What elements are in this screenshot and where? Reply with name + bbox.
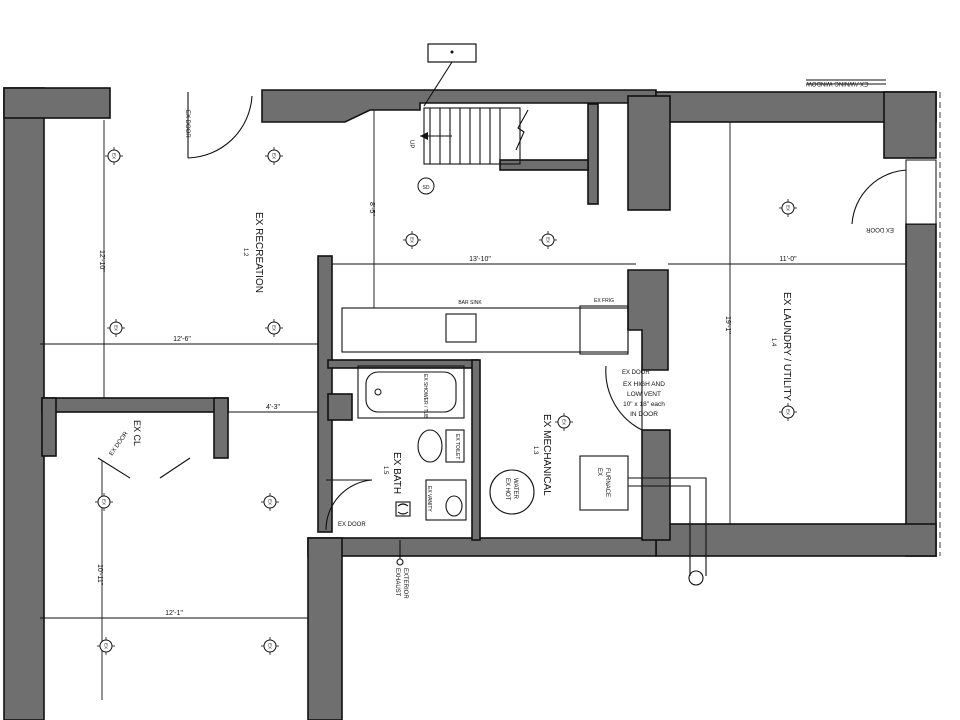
ceiling-light-icon: EX (779, 403, 797, 421)
exhaust-label-2: EXHAUST (394, 568, 400, 597)
furnace-label-1: EX (596, 468, 602, 476)
ceiling-light-icon: EX (779, 199, 797, 217)
room-recreation-label: EX RECREATION (253, 212, 264, 293)
closet-door-label: EX DOOR (109, 430, 130, 457)
dimension-lines: 12'-10" 12'-6" 13'-10" 11'-0" 19'-1" 8'-… (40, 110, 906, 700)
ceiling-light-tag: EX (103, 643, 108, 649)
room-laundry-label: EX LAUNDRY / UTILITY (781, 292, 792, 401)
bar-counter: BAR SINK EX FRIG (341, 298, 629, 355)
fridge-label: EX FRIG (594, 298, 614, 304)
room-mechanical-label: EX MECHANICAL (541, 414, 552, 496)
ceiling-light-tag: EX (101, 499, 106, 505)
ceiling-light-icon: EX (107, 319, 125, 337)
dim-rec-width: 12'-6" (173, 336, 191, 343)
ceiling-light-icon: EX (555, 413, 573, 431)
smoke-detector: SD (417, 177, 435, 195)
dim-lower-width: 12'-1" (165, 610, 183, 617)
dim-stair-height: 8'-5" (368, 202, 375, 216)
room-closet-label: EX CL (132, 420, 142, 446)
room-labels: EX RECREATION 1.2 EX LAUNDRY / UTILITY 1… (132, 212, 792, 496)
ceiling-light-tag: EX (113, 325, 118, 331)
stair-up-label: UP (408, 140, 414, 148)
ceiling-light-icon: EX (97, 637, 115, 655)
ceiling-light-tag: EX (545, 237, 550, 243)
room-bath-number: 1.5 (382, 466, 388, 475)
dim-lower-height: 10'-11" (96, 564, 103, 586)
ceiling-light-tag: EX (785, 205, 790, 211)
furnace-label-2: FURNACE (604, 468, 610, 497)
room-recreation-number: 1.2 (242, 248, 248, 257)
mech-door-label: EX DOOR (622, 370, 650, 376)
exhaust-label-1: EXTERIOR (402, 568, 408, 599)
bath-fixtures: EX SHOWER / TUB EX TOILET EX VANITY (357, 365, 467, 521)
dim-laundry-width: 11'-0" (779, 256, 797, 263)
dim-laundry-height: 19'-1" (724, 316, 731, 334)
mechanical-fixtures: EX HOT WATER EX FURNACE EX HIGH AND LOW … (489, 381, 707, 586)
vent-note-4: IN DOOR (630, 411, 658, 418)
ceiling-light-tag: EX (111, 153, 116, 159)
vent-note-1: EX HIGH AND (623, 381, 665, 388)
ceiling-light-tag: EX (267, 499, 272, 505)
room-laundry-number: 1.4 (770, 338, 776, 347)
laundry-door-label: EX DOOR (865, 226, 893, 232)
ceiling-fixtures: EX EX EX EX EX EX EX EX EX EX EX EX EX (95, 147, 797, 655)
ceiling-light-tag: EX (271, 325, 276, 331)
room-bath-label: EX BATH (391, 452, 402, 494)
exterior-exhaust: EXTERIOR EXHAUST (394, 540, 408, 599)
rec-door-label: EX DOOR (184, 110, 190, 138)
toilet-label: EX TOILET (454, 434, 460, 459)
ceiling-light-tag: EX (267, 643, 272, 649)
vanity-label: EX VANITY (426, 486, 432, 512)
hot-water-label-1: EX HOT (504, 478, 510, 501)
ceiling-light-icon: EX (261, 493, 279, 511)
smoke-detector-tag: SD (423, 185, 430, 191)
interior-walls (41, 103, 599, 541)
ceiling-light-tag: EX (271, 153, 276, 159)
furnace (579, 455, 629, 511)
window-label: EX AWNING WINDOW (806, 80, 868, 86)
stairs: UP (408, 43, 529, 165)
shower-label: EX SHOWER / TUB (422, 374, 428, 419)
hot-water-label-2: WATER (512, 478, 518, 500)
bath-door-label: EX DOOR (338, 522, 366, 528)
ceiling-light-tag: EX (409, 237, 414, 243)
ceiling-light-icon: EX (265, 319, 283, 337)
room-mechanical-number: 1.3 (532, 446, 538, 455)
ceiling-light-tag: EX (561, 419, 566, 425)
vent-note-3: 10" x 18" each (623, 401, 665, 408)
awning-window: EX AWNING WINDOW (806, 79, 886, 86)
ceiling-light-tag: EX (785, 409, 790, 415)
ceiling-light-icon: EX (261, 637, 279, 655)
ceiling-light-icon: EX (539, 231, 557, 249)
ceiling-light-icon: EX (95, 493, 113, 511)
ceiling-light-icon: EX (403, 231, 421, 249)
ceiling-light-icon: EX (105, 147, 123, 165)
vent-note-2: LOW VENT (627, 391, 661, 398)
dim-rec-height: 12'-10" (98, 250, 105, 272)
bar-sink-label: BAR SINK (458, 300, 482, 306)
hot-water-tank (489, 469, 535, 515)
dim-corridor-width: 13'-10" (469, 256, 491, 263)
dim-bath-passage: 4'-3" (266, 404, 280, 411)
ceiling-light-icon: EX (265, 147, 283, 165)
doors: EX DOOR EX DOOR EX DOOR EX DOOR EX DOOR (97, 92, 937, 531)
